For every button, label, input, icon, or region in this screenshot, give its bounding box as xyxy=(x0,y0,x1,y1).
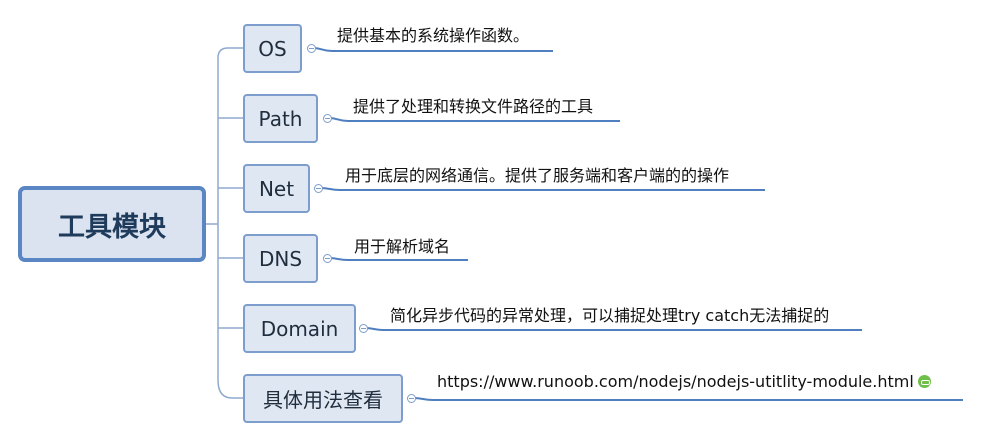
collapse-icon[interactable] xyxy=(314,184,323,193)
usage-link[interactable]: https://www.runoob.com/nodejs/nodejs-uti… xyxy=(437,372,931,391)
root-node[interactable]: 工具模块 xyxy=(18,186,206,262)
branch-note-net: 用于底层的网络通信。提供了服务端和客户端的的操作 xyxy=(345,166,730,185)
branch-note-os: 提供基本的系统操作函数。 xyxy=(337,26,530,45)
branch-node-os[interactable]: OS xyxy=(243,24,302,73)
branch-note-domain: 简化异步代码的异常处理，可以捕捉处理try catch无法捕捉的 xyxy=(390,306,830,325)
branch-node-path[interactable]: Path xyxy=(243,94,318,143)
branch-note-dns: 用于解析域名 xyxy=(354,237,451,256)
collapse-icon[interactable] xyxy=(359,324,368,333)
usage-link-text[interactable]: https://www.runoob.com/nodejs/nodejs-uti… xyxy=(437,372,914,391)
branch-note-path: 提供了处理和转换文件路径的工具 xyxy=(353,97,594,116)
collapse-icon[interactable] xyxy=(323,254,332,263)
branch-node-domain[interactable]: Domain xyxy=(243,304,356,353)
collapse-icon[interactable] xyxy=(407,394,416,403)
branch-node-usage[interactable]: 具体用法查看 xyxy=(243,374,403,423)
collapse-icon[interactable] xyxy=(323,114,332,123)
hyperlink-icon[interactable] xyxy=(917,375,931,388)
branch-node-net[interactable]: Net xyxy=(243,164,310,213)
branch-node-dns[interactable]: DNS xyxy=(243,234,318,283)
collapse-icon[interactable] xyxy=(307,44,316,53)
